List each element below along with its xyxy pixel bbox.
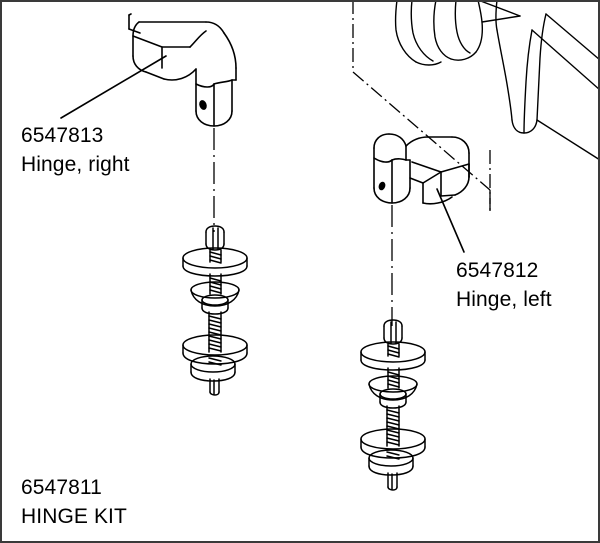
label-left-hinge-part-number: 6547812 xyxy=(456,259,539,282)
left-hinge-body xyxy=(373,133,470,205)
label-right-hinge: 6547813 Hinge, right xyxy=(21,121,130,179)
label-left-hinge-description: Hinge, left xyxy=(456,288,552,311)
label-kit-description: HINGE KIT xyxy=(21,505,127,528)
phantom-toilet-seat-bracket xyxy=(394,0,600,161)
leader-line-right-hinge xyxy=(60,55,167,119)
right-hinge-body xyxy=(128,13,237,127)
left-bolt-assembly xyxy=(182,225,248,396)
label-right-hinge-part-number: 6547813 xyxy=(21,124,104,147)
right-bolt-assembly xyxy=(360,319,426,491)
label-kit-part-number: 6547811 xyxy=(21,476,102,499)
label-right-hinge-description: Hinge, right xyxy=(21,153,130,176)
leader-line-left-hinge xyxy=(436,188,465,253)
leader-lines xyxy=(60,55,465,253)
label-hinge-kit: 6547811 HINGE KIT xyxy=(21,473,127,531)
phantom-line-diagonal xyxy=(352,71,491,191)
label-left-hinge: 6547812 Hinge, left xyxy=(456,256,552,314)
